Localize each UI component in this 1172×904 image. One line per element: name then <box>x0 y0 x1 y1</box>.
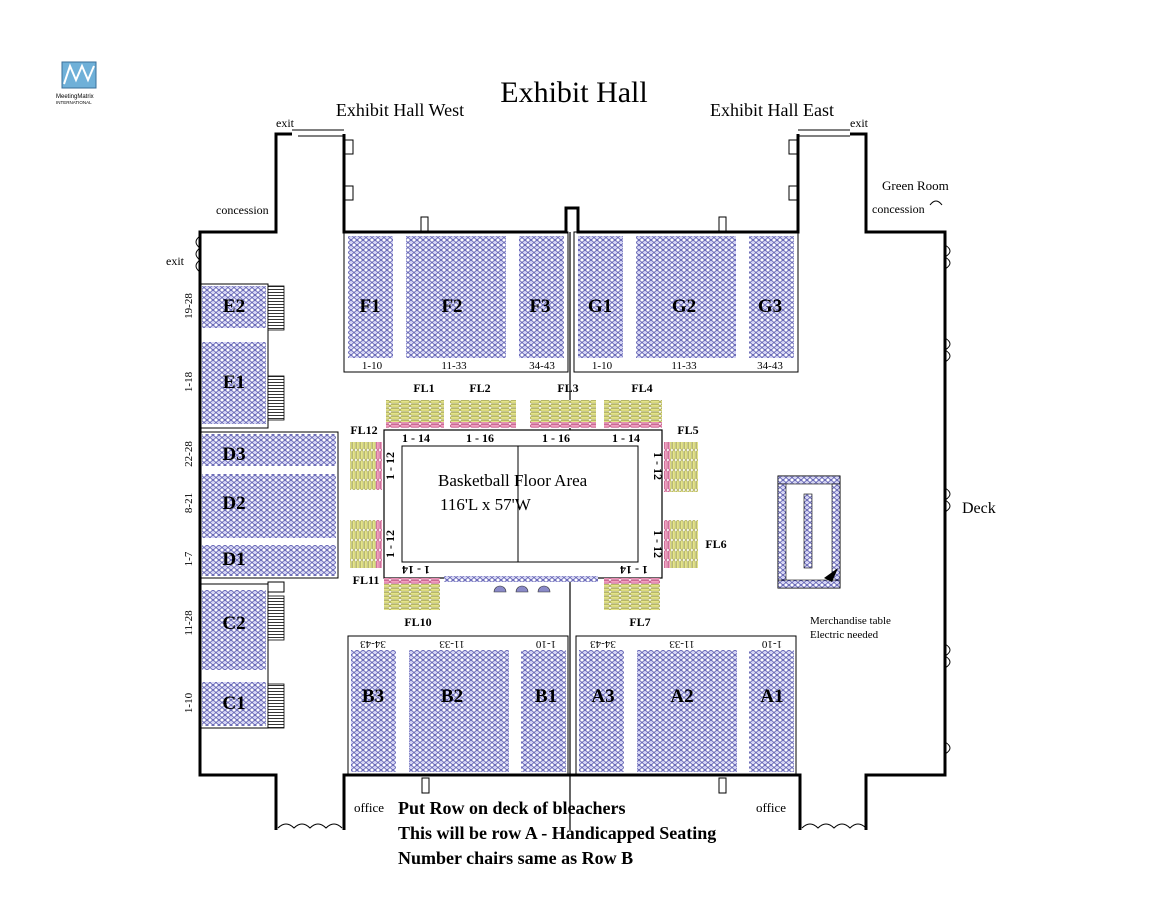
note-line-2: This will be row A - Handicapped Seating <box>398 823 716 843</box>
floor-area-label: Basketball Floor Area <box>438 471 588 490</box>
section-label-f2: F2 <box>441 296 462 317</box>
office-label-west: office <box>354 800 384 815</box>
green-room-label: Green Room <box>882 178 949 193</box>
section-label-d1: D1 <box>222 549 245 570</box>
merch-label-line2: Electric needed <box>810 629 879 641</box>
section-label-e1: E1 <box>223 372 245 393</box>
floor-section-fl3: FL3 <box>557 381 578 395</box>
section-range-f2: 11-33 <box>441 360 467 372</box>
section-range-e2: 19-28 <box>183 293 195 319</box>
floor-range-top-2: 1 - 16 <box>542 431 570 445</box>
section-range-c1: 1-10 <box>183 692 195 713</box>
section-range-d2: 8-21 <box>183 493 195 513</box>
section-range-d3: 22-28 <box>183 441 195 467</box>
section-range-a3: 34-43 <box>590 638 616 650</box>
floor-section-fl6: FL6 <box>705 537 726 551</box>
floor-range-side-2: 1 - 12 <box>651 452 665 480</box>
section-range-f3: 34-43 <box>529 360 555 372</box>
concession-label-west: concession <box>216 203 269 217</box>
section-range-b3: 34-43 <box>360 638 386 650</box>
office-label-east: office <box>756 800 786 815</box>
floor-range-side-3: 1 - 12 <box>651 530 665 558</box>
floor-section-fl1: FL1 <box>413 381 434 395</box>
meetingmatrix-logo-icon <box>61 61 97 89</box>
section-label-d3: D3 <box>222 444 245 465</box>
logo-sub: INTERNATIONAL <box>56 100 92 105</box>
section-label-c1: C1 <box>222 693 245 714</box>
floor-range-bottom-1: 1 - 14 <box>620 563 648 577</box>
logo-name: MeetingMatrix <box>56 94 94 100</box>
section-label-a1: A1 <box>760 686 783 707</box>
section-label-f1: F1 <box>359 296 380 317</box>
section-label-g1: G1 <box>588 296 612 317</box>
section-range-f1: 1-10 <box>362 360 383 372</box>
section-label-c2: C2 <box>222 613 245 634</box>
merchandise-table <box>777 475 841 589</box>
top-bleachers <box>343 231 799 373</box>
section-label-f3: F3 <box>529 296 550 317</box>
section-label-g3: G3 <box>758 296 782 317</box>
exit-label-left: exit <box>166 254 185 268</box>
floor-section-fl11: FL11 <box>353 573 380 587</box>
floor-section-fl4: FL4 <box>631 381 652 395</box>
left-bleachers <box>199 283 339 729</box>
deck-label: Deck <box>962 500 996 517</box>
bottom-bleachers <box>347 635 797 776</box>
section-range-e1: 1-18 <box>183 371 195 392</box>
section-range-g1: 1-10 <box>592 360 613 372</box>
floor-range-side-1: 1 - 12 <box>383 530 397 558</box>
section-range-b2: 11-33 <box>439 638 465 650</box>
floor-dims-label: 116'L x 57'W <box>440 495 532 514</box>
note-line-3: Number chairs same as Row B <box>398 848 633 868</box>
hall-west-label: Exhibit Hall West <box>336 100 464 120</box>
floor-range-top-0: 1 - 14 <box>402 431 430 445</box>
section-range-a1: 1-10 <box>761 638 782 650</box>
section-range-g3: 34-43 <box>757 360 783 372</box>
floor-range-top-3: 1 - 14 <box>612 431 640 445</box>
exit-label-east: exit <box>850 116 869 130</box>
page-title: Exhibit Hall <box>500 76 647 109</box>
merch-label-line1: Merchandise table <box>810 615 891 627</box>
section-label-e2: E2 <box>223 296 245 317</box>
section-label-b2: B2 <box>441 686 463 707</box>
floor-section-fl12: FL12 <box>350 423 377 437</box>
concession-label-east: concession <box>872 202 925 216</box>
section-range-b1: 1-10 <box>535 638 556 650</box>
note-line-1: Put Row on deck of bleachers <box>398 798 626 818</box>
floor-section-fl2: FL2 <box>469 381 490 395</box>
section-label-g2: G2 <box>672 296 696 317</box>
hall-east-label: Exhibit Hall East <box>710 100 834 120</box>
section-label-d2: D2 <box>222 493 245 514</box>
floor-range-side-0: 1 - 12 <box>383 452 397 480</box>
floor-section-fl7: FL7 <box>629 615 650 629</box>
section-range-g2: 11-33 <box>671 360 697 372</box>
section-range-a2: 11-33 <box>669 638 695 650</box>
basketball-floor <box>350 400 698 610</box>
section-label-a3: A3 <box>591 686 614 707</box>
floor-section-fl10: FL10 <box>404 615 431 629</box>
floor-section-fl5: FL5 <box>677 423 698 437</box>
section-range-c2: 11-28 <box>183 610 195 636</box>
section-label-b3: B3 <box>362 686 384 707</box>
section-range-d1: 1-7 <box>183 551 195 566</box>
floor-range-bottom-0: 1 - 14 <box>402 563 430 577</box>
arrow-icon <box>824 568 838 582</box>
exit-label-west: exit <box>276 116 295 130</box>
section-label-a2: A2 <box>670 686 693 707</box>
floor-range-top-1: 1 - 16 <box>466 431 494 445</box>
section-label-b1: B1 <box>535 686 557 707</box>
